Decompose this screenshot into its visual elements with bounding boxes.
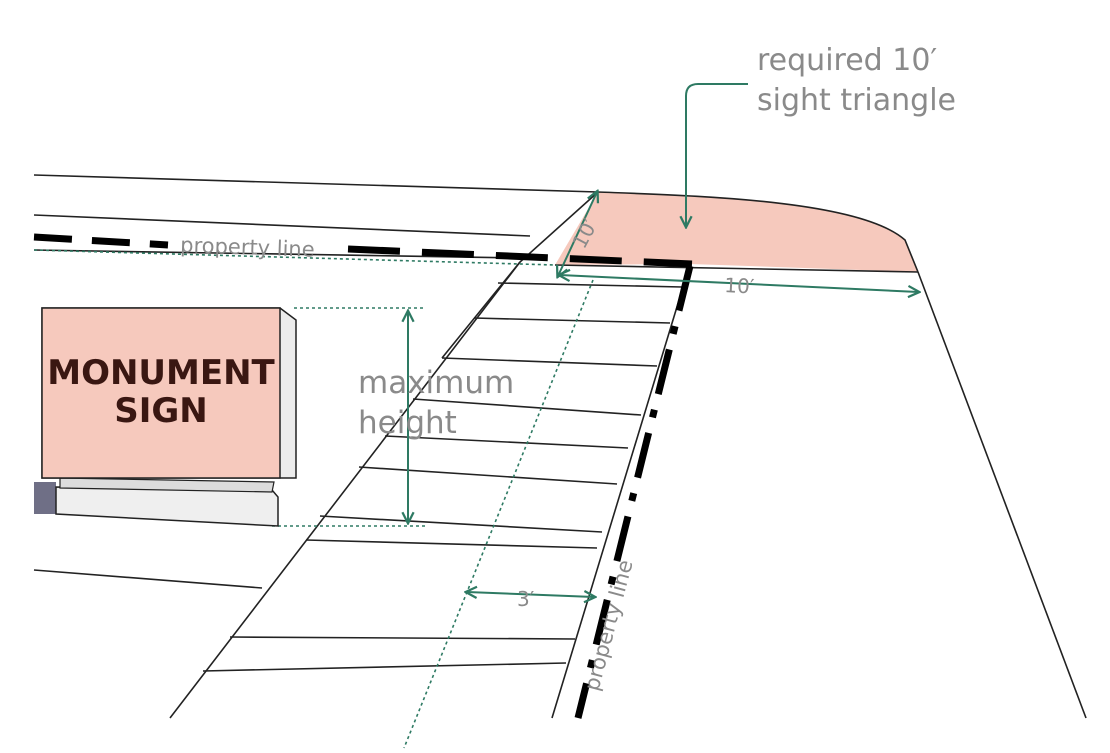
property-line-label-top: property line — [180, 233, 315, 262]
sight-triangle-label-line1: required 10′ — [757, 43, 937, 78]
sign-face — [41, 307, 281, 479]
three-foot-arrow — [467, 592, 594, 597]
sight-triangle-label-line2: sight triangle — [757, 83, 956, 118]
sight-triangle-area — [555, 192, 918, 272]
sign-text-line1: MONUMENT — [47, 353, 275, 393]
sight-triangle-curb — [597, 191, 919, 273]
dimension-label-3: 3′ — [517, 587, 535, 611]
dimension-label-10-horizontal: 10′ — [724, 273, 756, 299]
sight-triangle-callout-arrow — [686, 83, 748, 226]
monument-sign: MONUMENT SIGN — [34, 307, 297, 527]
max-height-label-line2: height — [358, 405, 457, 441]
ten-foot-vertical-arrow — [558, 192, 597, 276]
ten-foot-horizontal-arrow — [560, 275, 918, 292]
property-line-top — [33, 233, 693, 268]
property-line-side — [574, 265, 694, 719]
max-height-label-line1: maximum — [358, 365, 514, 401]
dimension-arrows — [408, 83, 918, 597]
setback-lines — [33, 249, 594, 749]
property-line-label-side: property line — [580, 557, 638, 693]
sign-text-line2: SIGN — [114, 391, 208, 431]
